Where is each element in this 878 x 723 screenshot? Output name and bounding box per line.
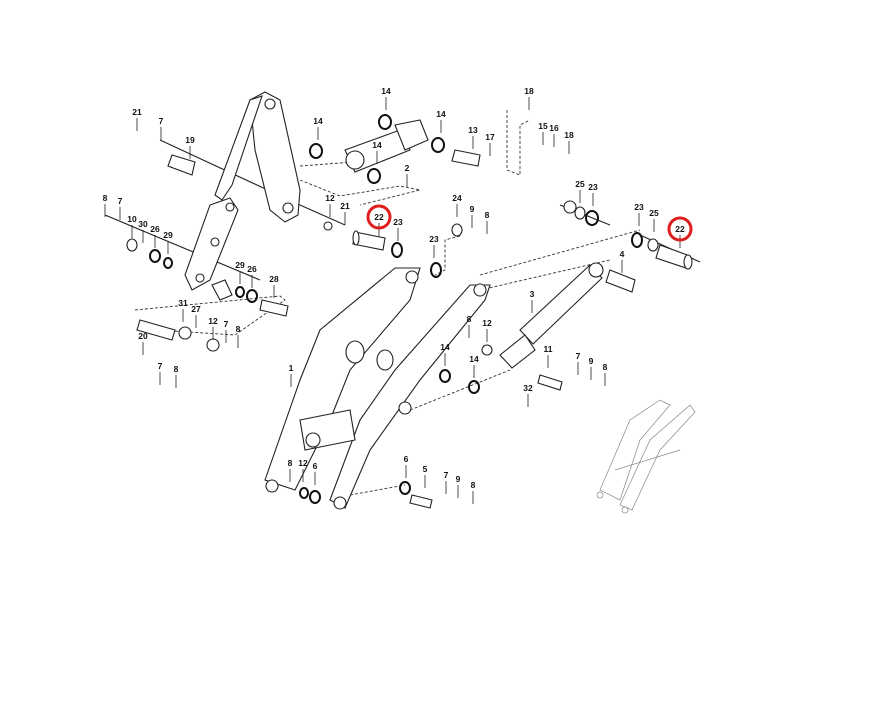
part-callout: 32	[523, 383, 533, 393]
part-callout: 26	[150, 224, 160, 234]
part-callout: 23	[393, 217, 403, 227]
part-callout: 21	[132, 107, 142, 117]
part-callout: 8	[485, 210, 490, 220]
part-callout: 21	[340, 201, 350, 211]
part-callout: 24	[452, 193, 462, 203]
part-callout: 15	[538, 121, 548, 131]
lift-cylinder	[499, 262, 604, 369]
seals	[126, 114, 659, 504]
part-callout: 28	[269, 274, 279, 284]
part-callout: 25	[575, 179, 585, 189]
part-callout: 30	[138, 219, 148, 229]
part-callout: 10	[127, 214, 137, 224]
part-callout: 22	[675, 224, 685, 234]
part-callout: 14	[372, 140, 382, 150]
part-callout: 8	[603, 362, 608, 372]
part-callout: 6	[404, 454, 409, 464]
part-callout: 29	[235, 260, 245, 270]
part-callout: 18	[564, 130, 574, 140]
upper-link	[184, 91, 301, 301]
part-callout: 22	[374, 212, 384, 222]
highlight-circle-part-22	[366, 204, 392, 230]
part-callout: 29	[163, 230, 173, 240]
part-callout: 7	[576, 351, 581, 361]
part-callout: 26	[247, 264, 257, 274]
part-callout: 31	[178, 298, 188, 308]
part-callout: 6	[313, 461, 318, 471]
part-callout: 18	[524, 86, 534, 96]
part-callout: 8	[471, 480, 476, 490]
part-callout: 14	[440, 342, 450, 352]
part-callout: 23	[634, 202, 644, 212]
part-callout: 7	[118, 196, 123, 206]
part-callout: 27	[191, 304, 201, 314]
boom-arms	[264, 267, 491, 510]
part-callout: 12	[208, 316, 218, 326]
part-callout: 12	[482, 318, 492, 328]
part-callout: 14	[436, 109, 446, 119]
part-callout: 13	[468, 125, 478, 135]
part-callout: 14	[469, 354, 479, 364]
part-callout: 8	[288, 458, 293, 468]
tilt-cylinder	[344, 119, 429, 173]
pins	[136, 149, 693, 509]
part-callout: 7	[158, 361, 163, 371]
part-callout: 23	[429, 234, 439, 244]
part-callout: 8	[103, 193, 108, 203]
part-callout: 25	[649, 208, 659, 218]
part-callout: 9	[456, 474, 461, 484]
part-callout: 7	[159, 116, 164, 126]
part-callout: 2	[405, 163, 410, 173]
part-callout: 16	[549, 123, 559, 133]
part-callout: 17	[485, 132, 495, 142]
part-callout: 5	[423, 464, 428, 474]
part-callout: 12	[298, 458, 308, 468]
part-callout: 14	[381, 86, 391, 96]
part-callout: 8	[467, 314, 472, 324]
part-callout: 19	[185, 135, 195, 145]
part-callout: 14	[313, 116, 323, 126]
part-callout: 8	[174, 364, 179, 374]
part-callout: 23	[588, 182, 598, 192]
highlight-circle-part-22	[667, 216, 693, 242]
part-callout: 7	[444, 470, 449, 480]
part-callout: 11	[544, 344, 553, 354]
part-callout: 7	[224, 319, 229, 329]
part-callout: 1	[289, 363, 294, 373]
part-callout: 3	[530, 289, 535, 299]
part-callout: 4	[620, 249, 625, 259]
overview-thumbnail	[596, 399, 696, 514]
part-callout: 9	[470, 204, 475, 214]
part-callout: 20	[138, 331, 148, 341]
part-callout: 9	[589, 356, 594, 366]
part-callout: 12	[325, 193, 335, 203]
part-callout: 8	[236, 324, 241, 334]
